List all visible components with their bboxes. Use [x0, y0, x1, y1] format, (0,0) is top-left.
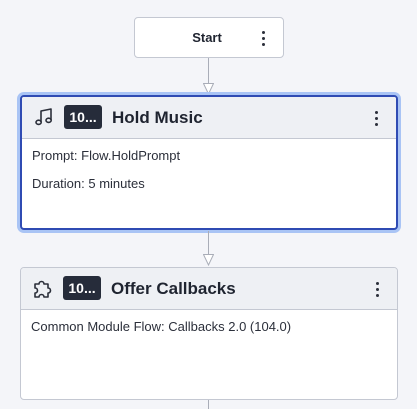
start-node[interactable]: Start — [134, 17, 284, 58]
puzzle-piece-icon — [34, 280, 52, 298]
card-header: 10... Hold Music — [22, 97, 396, 139]
module-flow-text: Common Module Flow: Callbacks 2.0 (104.0… — [31, 319, 292, 334]
card-id-badge: 10... — [63, 276, 101, 300]
connector-line — [208, 231, 209, 256]
duration-text: Duration: 5 minutes — [32, 176, 145, 191]
connector-line — [208, 58, 209, 85]
card-body: Common Module Flow: Callbacks 2.0 (104.0… — [21, 310, 397, 354]
card-title: Offer Callbacks — [111, 278, 236, 298]
card-title: Hold Music — [112, 107, 203, 127]
connector-arrow-icon — [203, 254, 214, 266]
hold-music-card[interactable]: 10... Hold Music Prompt: Flow.HoldPrompt… — [20, 95, 398, 230]
start-node-label: Start — [192, 30, 222, 45]
music-note-icon — [35, 108, 52, 126]
card-body: Prompt: Flow.HoldPrompt Duration: 5 minu… — [22, 139, 396, 211]
start-node-menu-icon[interactable] — [255, 28, 271, 48]
offer-callbacks-card[interactable]: 10... Offer Callbacks Common Module Flow… — [20, 267, 398, 400]
card-header: 10... Offer Callbacks — [21, 268, 397, 310]
card-menu-icon[interactable] — [368, 108, 384, 128]
card-menu-icon[interactable] — [369, 279, 385, 299]
connector-line — [208, 400, 209, 409]
connector-arrow-icon — [203, 83, 214, 95]
card-id-badge: 10... — [64, 105, 102, 129]
prompt-text: Prompt: Flow.HoldPrompt — [32, 148, 181, 163]
